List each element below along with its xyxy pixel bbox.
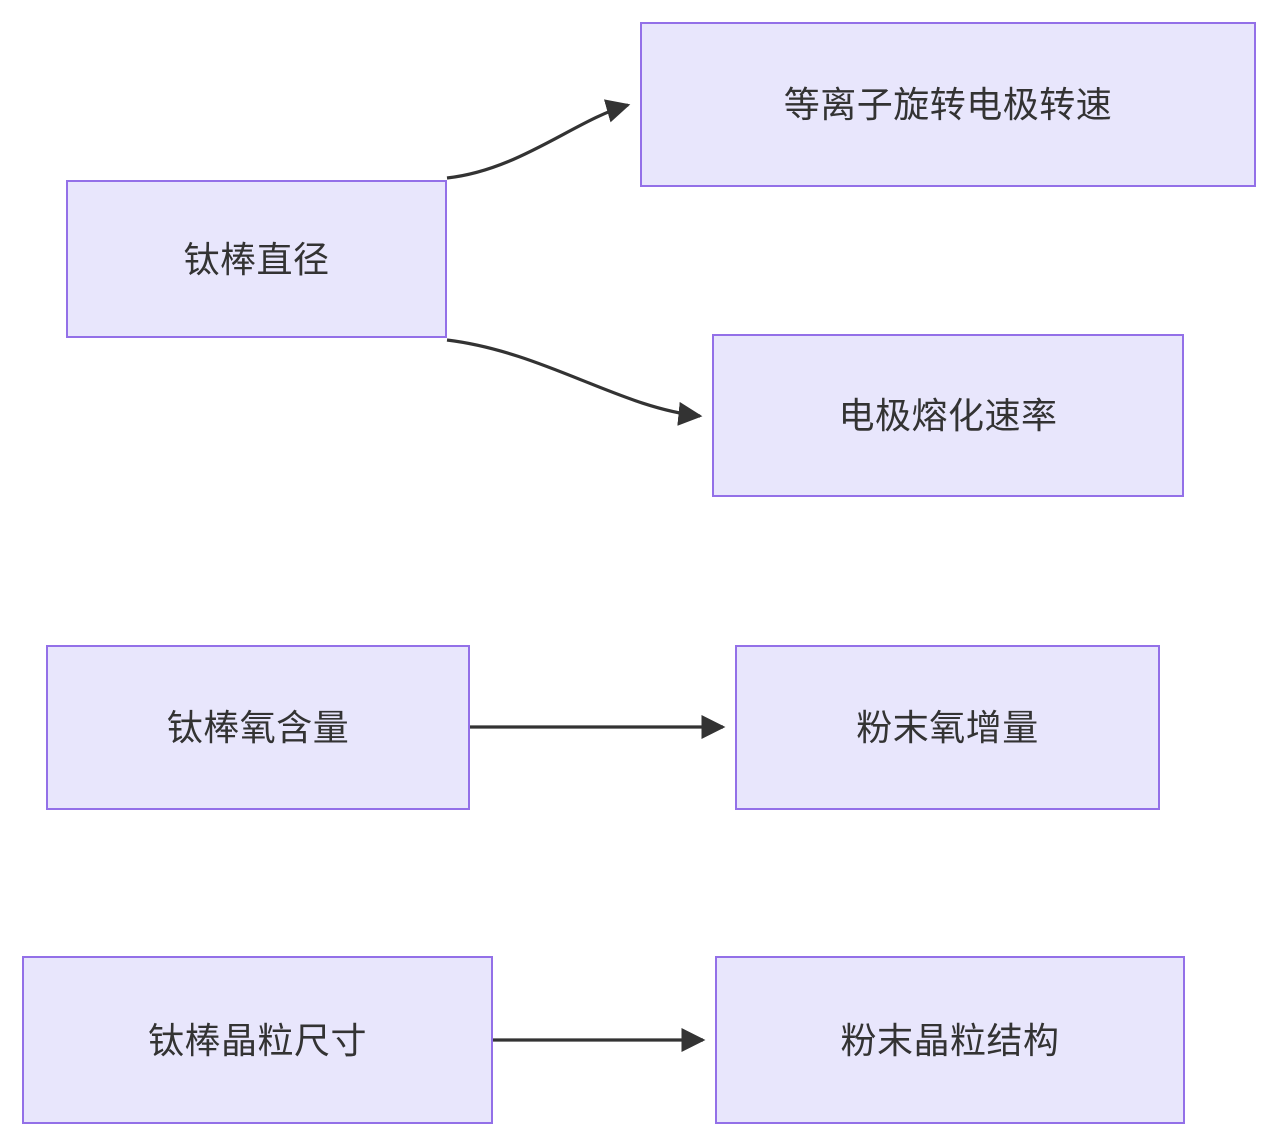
node-melt-rate[interactable]: 电极熔化速率 [712, 334, 1184, 497]
node-rod-grain[interactable]: 钛棒晶粒尺寸 [22, 956, 493, 1124]
edge-rod-diameter-to-plasma-speed [446, 99, 631, 180]
node-rod-oxygen[interactable]: 钛棒氧含量 [46, 645, 470, 810]
node-label-plasma-speed: 等离子旋转电极转速 [783, 84, 1113, 125]
node-label-rod-grain: 钛棒晶粒尺寸 [147, 1019, 367, 1061]
node-plasma-speed[interactable]: 等离子旋转电极转速 [640, 22, 1256, 187]
node-label-rod-oxygen: 钛棒氧含量 [166, 707, 350, 748]
node-label-powder-oxygen: 粉末氧增量 [856, 707, 1039, 748]
node-label-powder-grain: 粉末晶粒结构 [840, 1019, 1060, 1061]
node-label-rod-diameter: 钛棒直径 [183, 238, 330, 280]
node-powder-grain[interactable]: 粉末晶粒结构 [715, 956, 1185, 1124]
edge-rod-diameter-to-melt-rate [446, 338, 703, 426]
node-powder-oxygen[interactable]: 粉末氧增量 [735, 645, 1160, 810]
node-rod-diameter[interactable]: 钛棒直径 [66, 180, 447, 338]
node-label-melt-rate: 电极熔化速率 [838, 395, 1058, 436]
